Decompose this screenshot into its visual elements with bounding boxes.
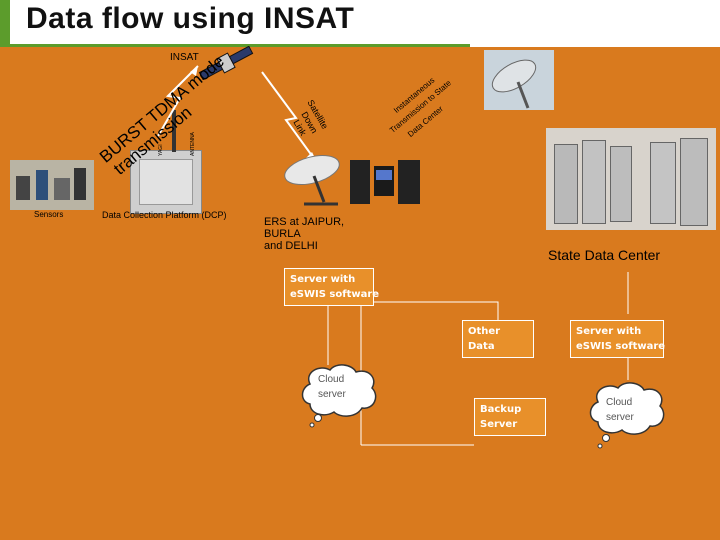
title-bar <box>0 0 720 47</box>
satellite-icon <box>198 46 254 80</box>
title-underline <box>0 44 470 47</box>
ers-label-3: and DELHI <box>264 240 318 252</box>
other-data-line2: Data <box>468 341 495 352</box>
page-title: Data flow using INSAT <box>26 2 355 35</box>
cloud-server-2-line1: Cloud <box>606 397 633 408</box>
state-data-center-label: State Data Center <box>548 247 661 263</box>
earth-station-dish-icon <box>284 155 340 206</box>
cloud-icon <box>589 382 665 449</box>
server-eswis-ers-line1: Server with <box>290 274 356 285</box>
sensors-label: Sensors <box>34 210 64 219</box>
insat-label: INSAT <box>170 52 199 63</box>
other-data-box <box>462 320 534 358</box>
cloud-server-2-line2: server <box>606 412 634 423</box>
dcp-label: Data Collection Platform (DCP) <box>102 210 227 220</box>
cloud-icon <box>301 364 377 428</box>
ers-server-racks <box>350 160 420 204</box>
other-data-line1: Other <box>468 326 501 337</box>
data-center-photo <box>546 128 716 230</box>
uplink-arrow <box>157 65 199 137</box>
ers-label-1: ERS at JAIPUR, <box>264 216 345 228</box>
server-eswis-state-line1: Server with <box>576 326 642 337</box>
backup-server-line1: Backup <box>480 404 522 415</box>
server-eswis-box-state <box>570 320 664 358</box>
cloud-server-1-line1: Cloud <box>318 374 345 385</box>
yagi-antenna-icon <box>172 110 176 152</box>
backup-server-box <box>474 398 546 436</box>
backup-server-line2: Server <box>480 419 518 430</box>
dcp-photo <box>130 150 202 214</box>
server-eswis-box-ers <box>284 268 374 306</box>
server-eswis-ers-line2: eSWIS software <box>290 289 380 300</box>
state-dish-icon <box>484 50 554 110</box>
server-eswis-state-line2: eSWIS software <box>576 341 666 352</box>
sensors-photo <box>10 160 94 210</box>
cloud-server-1-line2: server <box>318 389 346 400</box>
ers-label-2: BURLA <box>264 228 301 240</box>
title-accent <box>0 0 10 47</box>
